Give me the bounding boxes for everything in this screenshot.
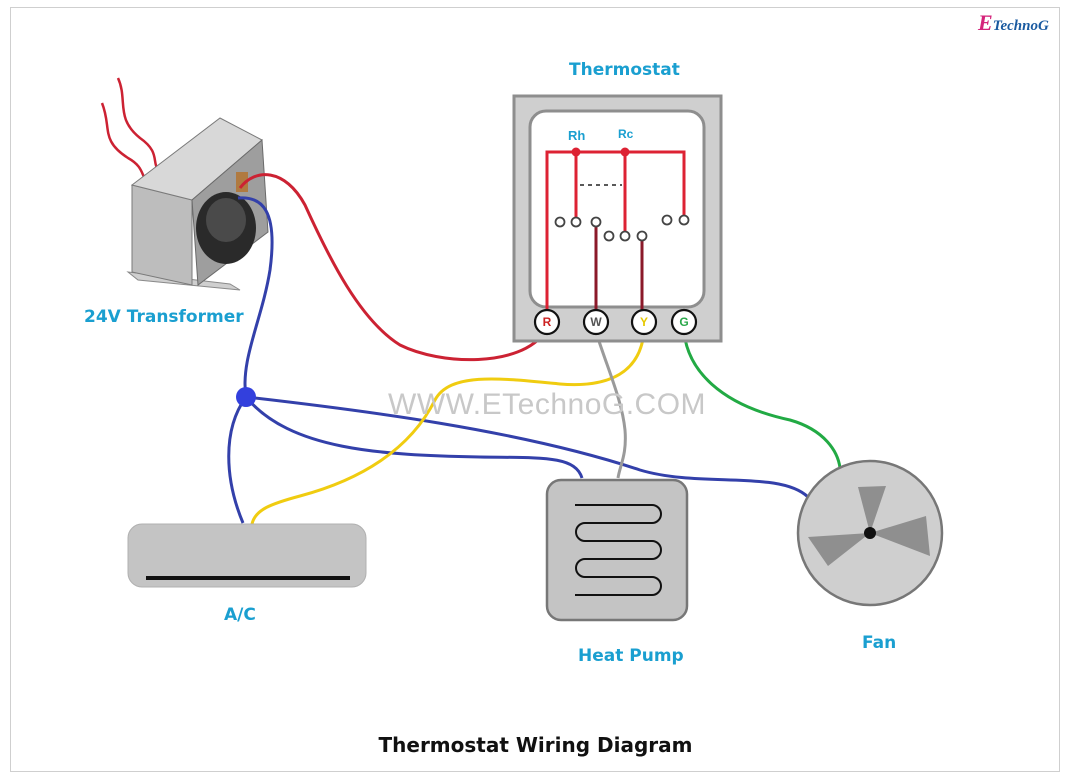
wire-gray-w-to-heatpump (594, 331, 627, 479)
rc-node (620, 147, 630, 157)
fan-blade-top (858, 486, 886, 533)
ac-label: A/C (224, 605, 256, 625)
terminal-g-letter: G (679, 315, 688, 329)
fan-graphic (796, 459, 944, 607)
fan-blade-left (808, 533, 870, 566)
wire-green-g-to-fan (682, 331, 842, 469)
heat-pump-body (545, 478, 689, 622)
diagram-frame (10, 7, 1060, 772)
transformer-label: 24V Transformer (84, 307, 244, 327)
heat-pump-coil (575, 504, 662, 596)
thermostat-graphic: R W Y G Rh Rc (512, 94, 723, 343)
heat-pump-graphic (545, 478, 689, 622)
transformer-input-lead-1 (116, 77, 160, 171)
transformer-graphic (100, 77, 269, 291)
terminal-r-circle (533, 308, 561, 336)
wire-blue-junction-to-ac (227, 396, 248, 524)
contact-circle (619, 230, 631, 242)
ac-unit-body (127, 523, 367, 588)
rh-label: Rh (568, 128, 585, 143)
rc-label: Rc (618, 127, 634, 141)
wire-blue-junction-to-heatpump (244, 396, 584, 479)
contact-circle (636, 230, 648, 242)
contact-circle (570, 216, 582, 228)
terminal-r-letter: R (543, 315, 552, 329)
ac-unit-graphic (127, 523, 367, 588)
watermark-text: WWW.ETechnoG.COM (388, 388, 707, 421)
thermostat-inner-panel (528, 109, 706, 309)
terminal-y-letter: Y (640, 315, 648, 329)
fan-hub (864, 527, 876, 539)
rh-node (571, 147, 581, 157)
common-junction-dot (236, 387, 256, 407)
contact-circle (678, 214, 690, 226)
contact-circle (590, 216, 602, 228)
wire-red-transformer-to-r (238, 173, 547, 362)
brand-logo: ETechnoG (978, 10, 1049, 36)
transformer-input-lead-2 (100, 102, 151, 186)
brand-logo-e: E (978, 10, 993, 35)
brand-logo-rest: TechnoG (992, 18, 1049, 34)
fan-label: Fan (862, 633, 897, 653)
terminal-w-circle (582, 308, 610, 336)
wire-yellow-y-to-ac (250, 331, 646, 525)
thermostat-rh-rc-bus (545, 150, 686, 311)
diagram-title: Thermostat Wiring Diagram (378, 733, 693, 757)
terminal-y-circle (630, 308, 658, 336)
heat-pump-label: Heat Pump (578, 646, 684, 666)
terminal-g-circle (670, 308, 698, 336)
wire-blue-transformer-to-junction (237, 196, 274, 398)
transformer-coil-highlight (206, 198, 246, 242)
contact-circle (554, 216, 566, 228)
contact-circle (661, 214, 673, 226)
contact-circle (603, 230, 615, 242)
transformer-body-front (131, 184, 193, 286)
terminal-w-letter: W (590, 315, 602, 329)
thermostat-label: Thermostat (569, 60, 680, 80)
fan-blade-right (870, 516, 930, 556)
wire-blue-junction-to-fan (245, 395, 810, 499)
